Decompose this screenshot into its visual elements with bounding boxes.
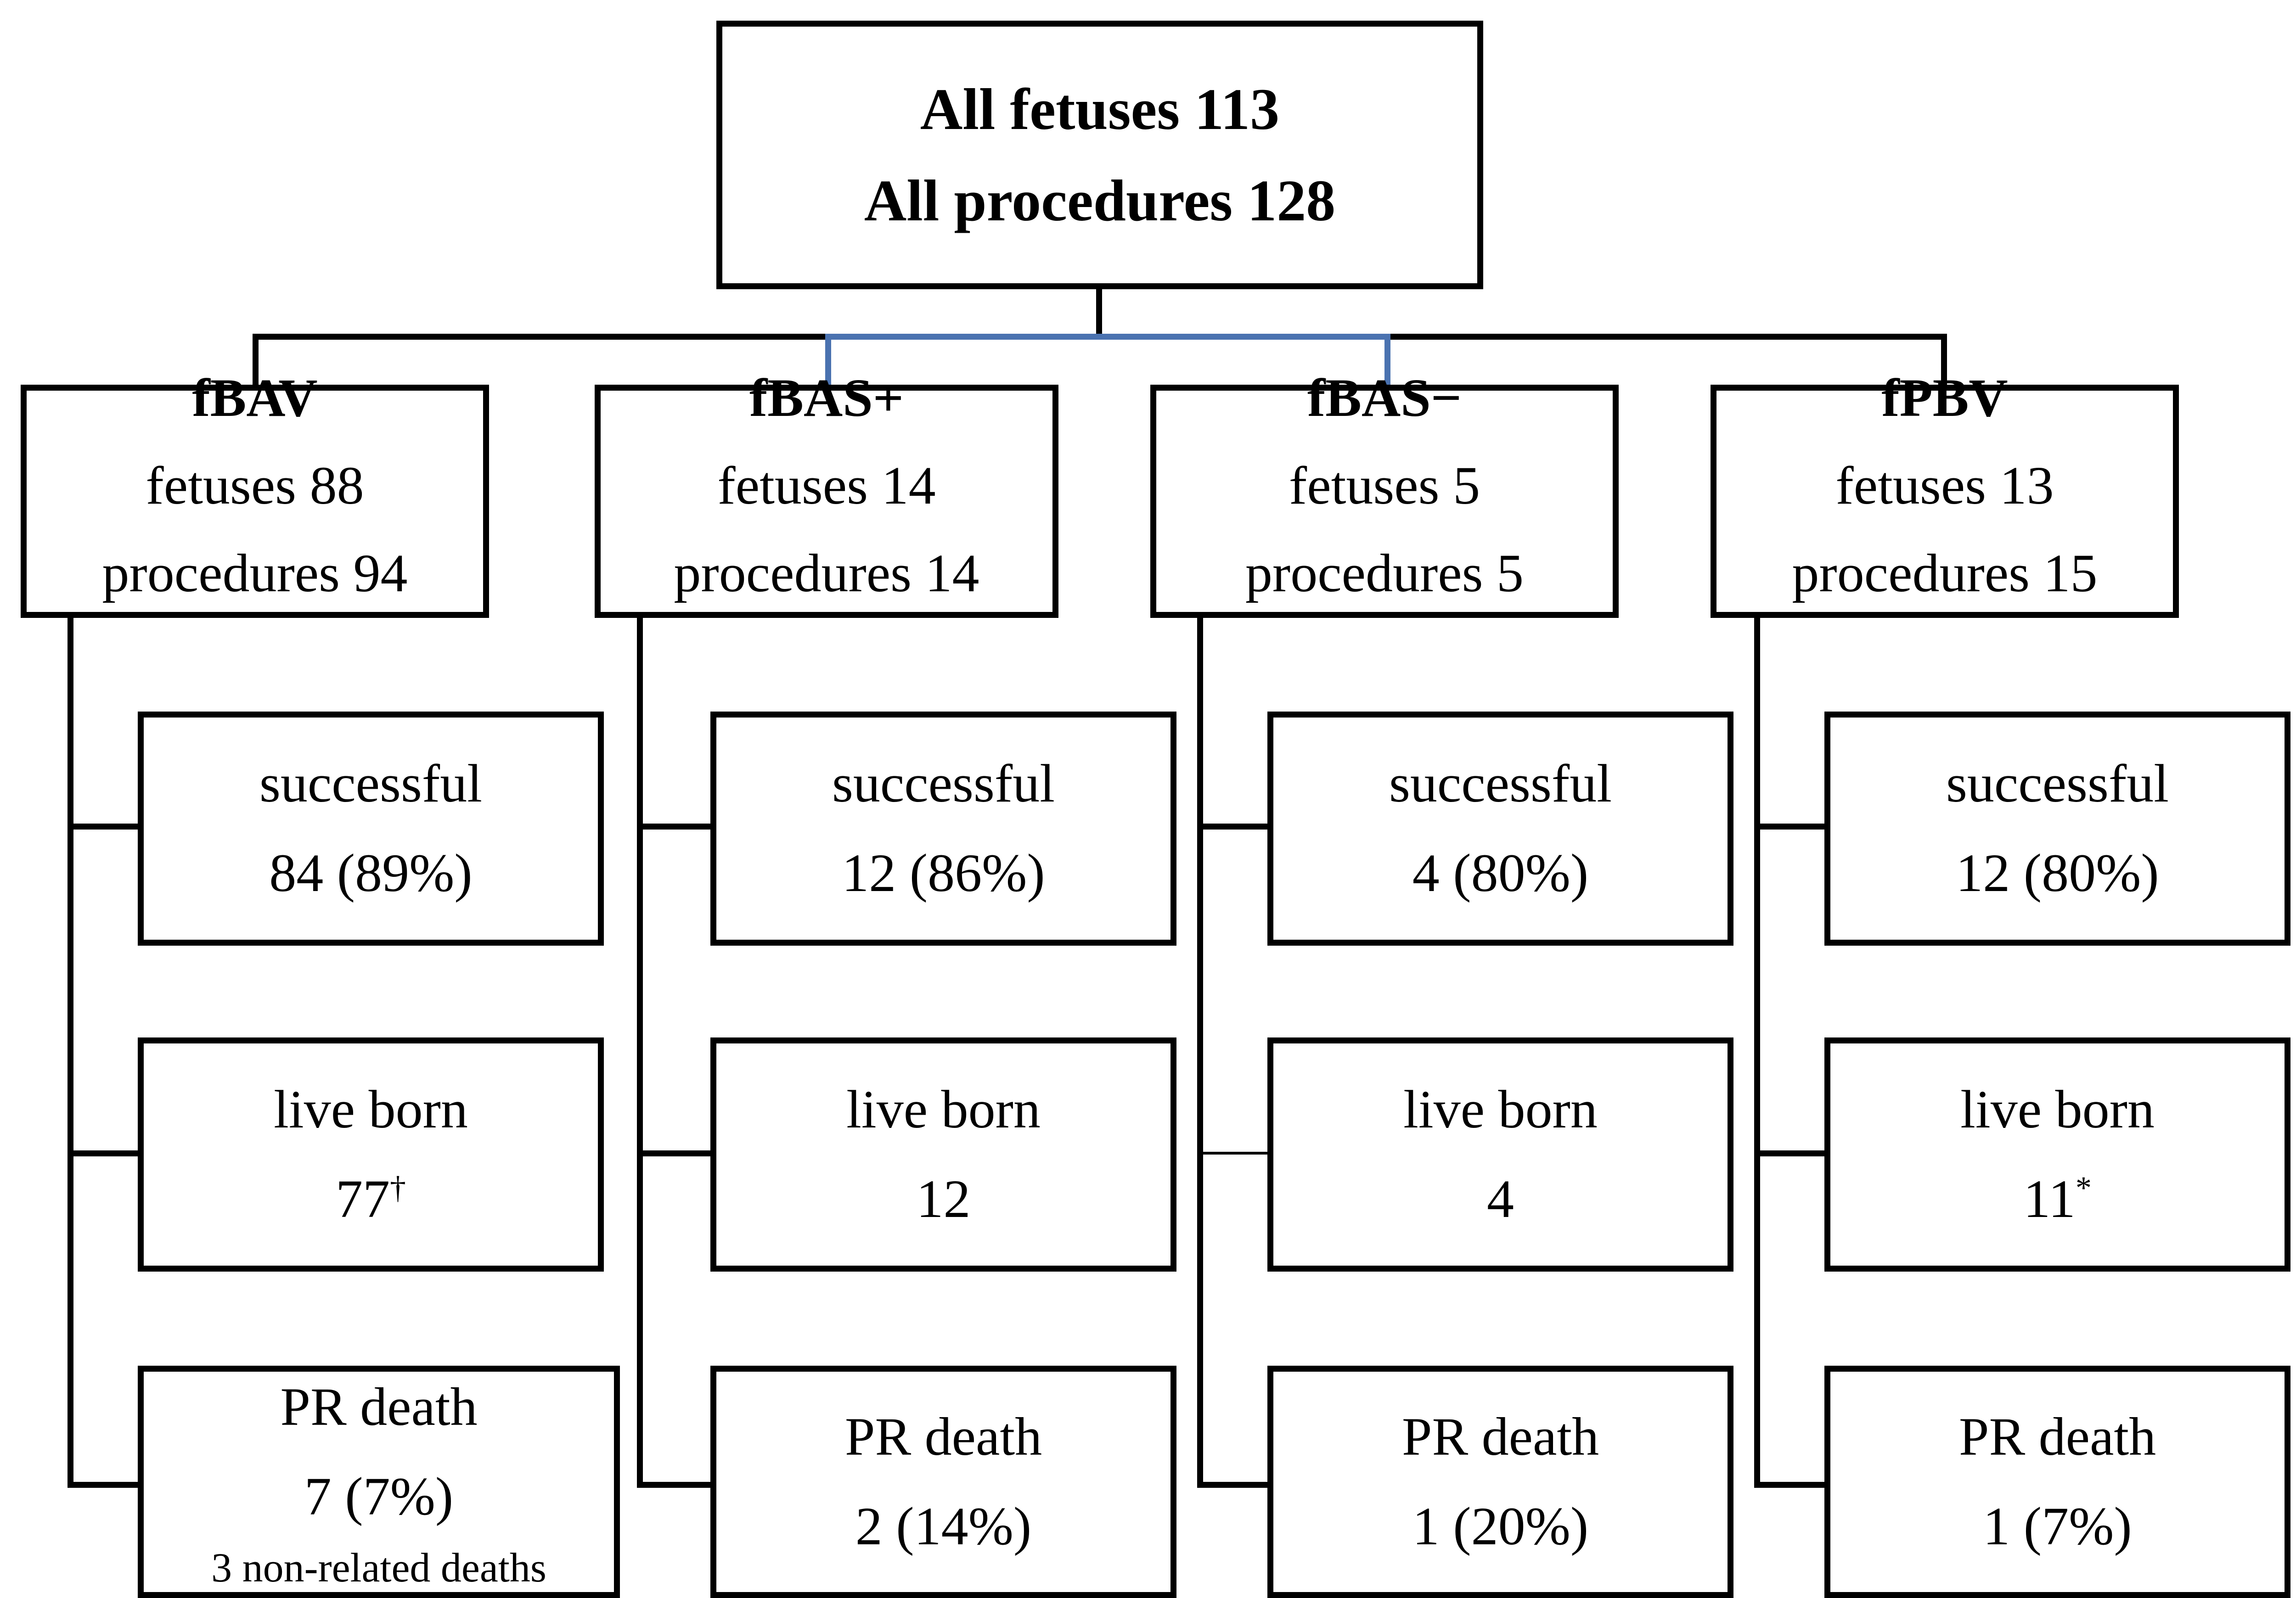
connector-horizontal-right — [1384, 334, 1947, 340]
branch-fBAS-minus-liveborn — [1197, 1152, 1271, 1155]
branch-fPBV-successful — [1754, 824, 1828, 830]
all-fetuses-label: All fetuses 113 — [920, 77, 1280, 142]
branch-fPBV-death — [1754, 1482, 1828, 1488]
successful-box-fBAS-minus: successful 4 (80%) — [1267, 712, 1733, 946]
group-title: fPBV — [1881, 368, 2008, 428]
liveborn-value-row: 12 — [917, 1155, 971, 1244]
group-fetuses: fetuses 14 — [717, 455, 936, 516]
successful-label: successful — [1389, 753, 1612, 814]
group-procedures: procedures 15 — [1792, 543, 2098, 604]
branch-fBAV-successful — [68, 824, 141, 830]
connector-horizontal-left — [253, 334, 831, 340]
footnote-mark: * — [2075, 1170, 2092, 1206]
liveborn-box-fPBV: live born 11* — [1824, 1037, 2290, 1272]
connector-drop-fBAS-plus — [825, 334, 831, 389]
death-value: 1 (7%) — [1983, 1496, 2132, 1556]
connector-drop-fPBV — [1941, 334, 1947, 389]
spine-fPBV — [1754, 611, 1760, 1487]
group-procedures: procedures 14 — [674, 543, 979, 604]
branch-fBAS-minus-death — [1197, 1482, 1271, 1488]
branch-fBAS-minus-successful — [1197, 824, 1271, 830]
liveborn-label: live born — [846, 1079, 1041, 1140]
successful-label: successful — [832, 753, 1055, 814]
group-box-fBAV: fBAV fetuses 88 procedures 94 — [21, 368, 489, 618]
liveborn-label: live born — [1403, 1079, 1598, 1140]
liveborn-value: 11 — [2023, 1169, 2076, 1229]
death-box-fBAS-plus: PR death 2 (14%) — [710, 1366, 1176, 1598]
group-title: fBAS− — [1307, 368, 1462, 428]
spine-fBAS-minus — [1197, 611, 1203, 1487]
liveborn-box-fBAV: live born 77† — [138, 1037, 604, 1272]
death-label: PR death — [1958, 1407, 2156, 1467]
group-box-fBAS-minus: fBAS− fetuses 5 procedures 5 — [1150, 368, 1619, 618]
death-note: 3 non-related deaths — [211, 1545, 546, 1591]
successful-value: 12 (86%) — [842, 843, 1045, 903]
connector-drop-fBAS-minus — [1384, 334, 1390, 389]
branch-fBAS-plus-death — [637, 1482, 715, 1488]
liveborn-value: 4 — [1487, 1169, 1514, 1229]
liveborn-label: live born — [274, 1079, 468, 1140]
successful-label: successful — [259, 753, 482, 814]
death-box-fBAS-minus: PR death 1 (20%) — [1267, 1366, 1733, 1598]
group-box-fPBV: fPBV fetuses 13 procedures 15 — [1711, 368, 2179, 618]
liveborn-value-row: 11* — [2023, 1155, 2092, 1244]
group-box-fBAS-plus: fBAS+ fetuses 14 procedures 14 — [595, 368, 1058, 618]
connector-horizontal-middle — [827, 334, 1389, 340]
branch-fBAS-plus-liveborn — [637, 1150, 715, 1156]
liveborn-value-row: 77† — [336, 1155, 406, 1244]
group-procedures: procedures 94 — [102, 543, 408, 604]
death-value: 2 (14%) — [855, 1496, 1032, 1556]
successful-box-fPBV: successful 12 (80%) — [1824, 712, 2290, 946]
death-value: 7 (7%) — [304, 1466, 454, 1526]
successful-value: 12 (80%) — [1956, 843, 2159, 903]
death-label: PR death — [1401, 1407, 1599, 1467]
liveborn-label: live born — [1960, 1079, 2155, 1140]
group-title: fBAV — [192, 368, 318, 428]
all-fetuses-box: All fetuses 113 All procedures 128 — [716, 21, 1483, 289]
all-procedures-label: All procedures 128 — [864, 168, 1336, 233]
liveborn-box-fBAS-minus: live born 4 — [1267, 1037, 1733, 1272]
branch-fBAS-plus-successful — [637, 824, 715, 830]
liveborn-box-fBAS-plus: live born 12 — [710, 1037, 1176, 1272]
successful-value: 4 (80%) — [1412, 843, 1589, 903]
liveborn-value-row: 4 — [1487, 1155, 1514, 1244]
liveborn-value: 12 — [916, 1169, 971, 1229]
spine-fBAS-plus — [637, 611, 643, 1487]
death-box-fBAV: PR death 7 (7%) 3 non-related deaths — [138, 1366, 620, 1598]
successful-value: 84 (89%) — [269, 843, 473, 903]
group-fetuses: fetuses 13 — [1835, 455, 2054, 516]
group-title: fBAS+ — [749, 368, 904, 428]
branch-fPBV-liveborn — [1754, 1150, 1828, 1156]
death-box-fPBV: PR death 1 (7%) — [1824, 1366, 2290, 1598]
group-fetuses: fetuses 5 — [1289, 455, 1480, 516]
liveborn-value: 77 — [336, 1169, 390, 1229]
connector-top-stem — [1096, 287, 1102, 340]
branch-fBAV-liveborn — [68, 1150, 141, 1156]
group-procedures: procedures 5 — [1245, 543, 1524, 604]
footnote-mark: † — [390, 1170, 406, 1206]
connector-drop-fBAV — [253, 334, 259, 389]
branch-fBAV-death — [68, 1482, 141, 1488]
death-value: 1 (20%) — [1412, 1496, 1589, 1556]
group-fetuses: fetuses 88 — [146, 455, 364, 516]
death-label: PR death — [844, 1407, 1042, 1467]
successful-box-fBAV: successful 84 (89%) — [138, 712, 604, 946]
successful-box-fBAS-plus: successful 12 (86%) — [710, 712, 1176, 946]
death-label: PR death — [280, 1377, 478, 1437]
spine-fBAV — [68, 611, 73, 1487]
successful-label: successful — [1946, 753, 2169, 814]
